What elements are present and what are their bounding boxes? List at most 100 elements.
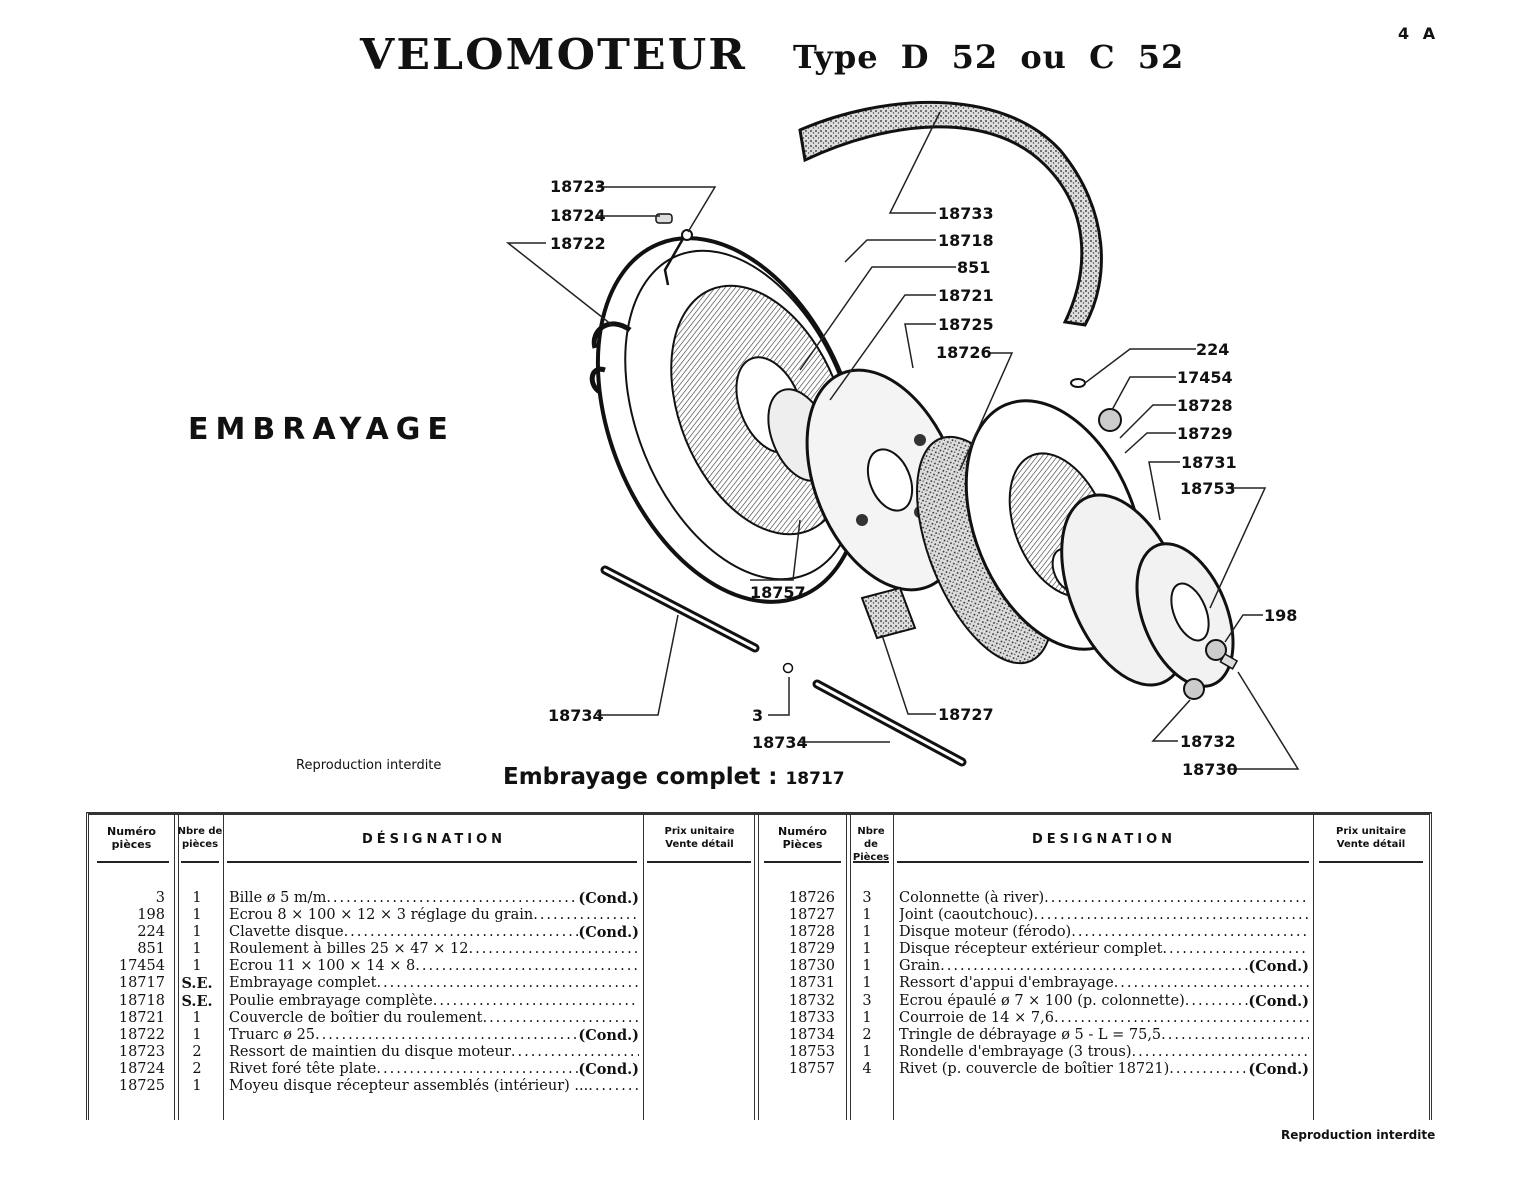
leader-dots: ........................................… [1131,1043,1310,1060]
packaging-note: (Cond.) [1248,992,1309,1010]
callout-18726: 18726 [936,343,992,362]
leader-dots: ........................................… [1161,1026,1309,1043]
leader-dots: ........................................… [1071,924,1309,941]
leader-dots: ........................................… [315,1026,578,1043]
key-224 [1070,378,1086,388]
header-designation: DÉSIGNATION [361,832,507,847]
leader-dots: ........................................… [533,907,639,924]
part-designation: Grain...................................… [899,958,1309,975]
part-designation: Moyeu disque récepteur assemblés (intéri… [229,1078,639,1095]
designation-text: Truarc ø 25 [229,1026,316,1043]
header-rule [227,861,637,863]
part-quantity: S.E. [181,992,213,1010]
leader-dots: ........................................… [468,941,639,958]
designation-text: Poulie embrayage complète [229,992,433,1009]
part-number: 851 [137,941,165,958]
leader-dots: ........................................… [588,1078,639,1095]
callout-18753: 18753 [1180,479,1236,498]
model-type: Type D 52 ou C 52 [793,38,1185,76]
section-title: EMBRAYAGE [188,412,455,447]
part-designation: Clavette disque ........................… [229,924,639,941]
callout-18731: 18731 [1181,453,1237,472]
page-title: VELOMOTEUR [360,30,748,79]
callout-851: 851 [957,258,990,277]
header-prix-right: Prix unitaire Vente détail [1336,826,1406,850]
header-nbre: Nbre de pièces [177,826,223,850]
packaging-note: (Cond.) [1248,1060,1309,1078]
nut-17454 [1098,408,1122,432]
part-number: 18732 [788,992,835,1009]
part-number: 18724 [118,1060,165,1077]
callout-18728: 18728 [1177,396,1233,415]
callout-18734-left: 18734 [548,706,604,725]
packaging-note: (Cond.) [578,1060,639,1078]
designation-text: Rivet (p. couvercle de boîtier 18721) [899,1060,1170,1077]
part-quantity: 1 [192,958,202,975]
part-quantity: 1 [862,975,872,992]
part-quantity: 1 [192,907,202,924]
header-nbre-right: Nbre de Pièces [852,826,890,863]
part-number: 18725 [118,1078,165,1095]
part-designation: Ressort d'appui d'embrayage.............… [899,975,1309,992]
packaging-note: (Cond.) [578,1026,639,1044]
part-designation: Roulement à billes 25 × 47 × 12 ........… [229,941,639,958]
callout-18722: 18722 [550,234,606,253]
part-number: 18753 [788,1043,835,1060]
part-designation: Poulie embrayage complète...............… [229,993,639,1010]
callout-18757: 18757 [750,583,806,602]
part-number: 18726 [788,890,835,906]
part-designation: Courroie de 14 × 7,6....................… [899,1010,1309,1027]
designation-text: Disque moteur (férodo) [899,924,1072,941]
designation-text: Moyeu disque récepteur assemblés (intéri… [229,1078,589,1095]
leader-dots: ........................................… [1184,992,1249,1009]
part-number: 3 [155,890,165,906]
part-number: 18730 [788,958,835,975]
part-designation: Rivet (p. couvercle de boîtier 18721)...… [899,1061,1309,1078]
header-rule [764,861,841,863]
leader-dots: ........................................… [415,958,639,975]
leader-dots: ........................................… [1053,1009,1309,1026]
column-divider [846,815,851,1120]
leader-dots: ........................................… [1044,890,1309,906]
designation-text: Bille ø 5 m/m [229,890,327,906]
header-rule [897,861,1309,863]
part-designation: Ressort de maintien du disque moteur ...… [229,1044,639,1061]
part-number: 18734 [788,1026,835,1043]
header-rule [1319,861,1423,863]
part-designation: Ecrou épaulé ø 7 × 100 (p. colonnette)..… [899,993,1309,1010]
part-number: 18729 [788,941,835,958]
callout-18732: 18732 [1180,732,1236,751]
part-designation: Colonnette (à river) ...................… [899,890,1309,907]
reproduction-notice-bottom: Reproduction interdite [1281,1128,1436,1142]
designation-text: Ressort d'appui d'embrayage [899,975,1114,992]
assembly-number: 18717 [785,769,845,789]
header-numero: Numéro pièces [107,825,156,851]
designation-text: Ecrou 8 × 100 × 12 × 3 réglage du grain [229,907,534,924]
column-divider [223,815,224,1120]
part-quantity: 1 [192,924,202,941]
part-number: 18718 [118,992,165,1009]
column-divider [643,815,644,1120]
part-designation: Joint (caoutchouc)......................… [899,907,1309,924]
part-designation: Couvercle de boîtier du roulement.......… [229,1010,639,1027]
part-quantity: 2 [862,1026,872,1043]
part-number: 17454 [118,958,165,975]
part-quantity: 1 [862,1009,872,1026]
assembly-caption: Embrayage complet : 18717 [503,764,845,790]
packaging-note: (Cond.) [578,924,639,942]
part-quantity: S.E. [181,975,213,993]
column-divider [1313,815,1314,1120]
leader-dots: ........................................… [326,890,578,906]
part-quantity: 1 [192,890,202,906]
designation-text: Joint (caoutchouc) [899,907,1034,924]
part-quantity: 4 [862,1060,872,1077]
